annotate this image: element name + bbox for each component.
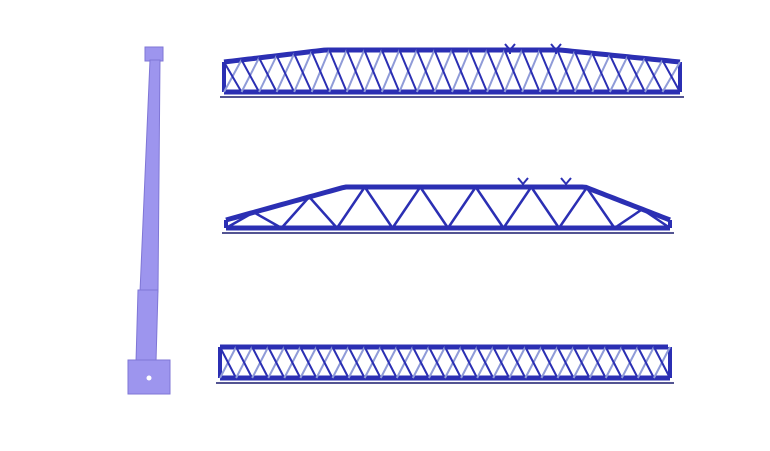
prop-top-plate (144, 46, 164, 62)
lattice-bar (524, 346, 543, 379)
lattice-bar (398, 49, 418, 93)
lifting-lug (560, 177, 572, 188)
lattice-bar (380, 49, 401, 93)
lattice-bar (626, 56, 646, 93)
truss-beam-2 (222, 177, 674, 234)
prop-outer-tube (135, 289, 159, 363)
lattice-bar (591, 52, 611, 93)
lattice-bar (251, 346, 270, 379)
lattice-bar (416, 49, 436, 93)
lattice-bar (363, 346, 382, 379)
prop-bolt-hole (146, 375, 152, 381)
lattice-bar (235, 346, 254, 379)
lattice-bar (335, 184, 394, 229)
lattice-bar (572, 346, 591, 379)
lifting-lug (504, 43, 516, 54)
lattice-bar (299, 346, 318, 379)
lattice-bar (540, 346, 559, 379)
lattice-bar (492, 346, 511, 379)
lattice-bar (258, 57, 278, 93)
lattice-bar (433, 49, 453, 93)
lattice-bar (275, 55, 296, 93)
lattice-bar (502, 184, 561, 229)
lattice-bar (444, 346, 462, 379)
lattice-bar (538, 49, 559, 93)
lattice-bar (280, 195, 338, 229)
lattice-bar (391, 184, 450, 229)
lattice-bar (573, 51, 594, 93)
lattice-bar (604, 346, 623, 379)
lattice-bar (521, 49, 541, 93)
lattice-bar (345, 49, 366, 93)
lattice-bar (293, 53, 313, 93)
prop-inner-tube (139, 59, 161, 293)
lattice-bar (661, 59, 681, 93)
lattice-bar (636, 346, 655, 379)
lifting-lug (517, 177, 529, 188)
lattice-bar (556, 346, 575, 379)
lattice-bar (225, 210, 283, 230)
lattice-bar (451, 49, 471, 93)
lifting-lug (550, 43, 562, 54)
lattice-bar (315, 346, 334, 379)
lattice-bar (395, 346, 414, 379)
lattice-bar (508, 346, 527, 379)
lattice-bar (613, 207, 671, 230)
lattice-bar (267, 346, 286, 379)
lattice-bar (503, 49, 524, 93)
lattice-bar (556, 49, 576, 93)
lattice-bar (363, 49, 383, 93)
lattice-bar (557, 185, 616, 229)
lattice-bar (283, 346, 302, 379)
lattice-bar (653, 346, 671, 379)
lattice-bar (240, 59, 260, 93)
lattice-bar (468, 49, 488, 93)
truss-beam-1 (220, 43, 684, 98)
lattice-bar (486, 49, 506, 93)
lattice-bar (223, 61, 243, 93)
lattice-bar (379, 346, 398, 379)
lattice-bar (310, 51, 331, 93)
lattice-bar (620, 346, 639, 379)
lattice-bar (331, 346, 350, 379)
adjustable-prop (127, 46, 171, 395)
lattice-bar (328, 49, 348, 93)
lattice-bar (347, 346, 366, 379)
lattice-bar (476, 346, 495, 379)
lattice-bar (644, 58, 664, 93)
lattice-bar (608, 54, 629, 93)
lattice-bar (219, 346, 237, 379)
lattice-bar (446, 184, 505, 229)
lattice-bar (411, 346, 430, 379)
lattice-bar (588, 346, 607, 379)
top-chord (225, 184, 671, 223)
truss-beam-3 (216, 344, 674, 384)
lattice-bar (460, 346, 479, 379)
lattice-bar (428, 346, 446, 379)
